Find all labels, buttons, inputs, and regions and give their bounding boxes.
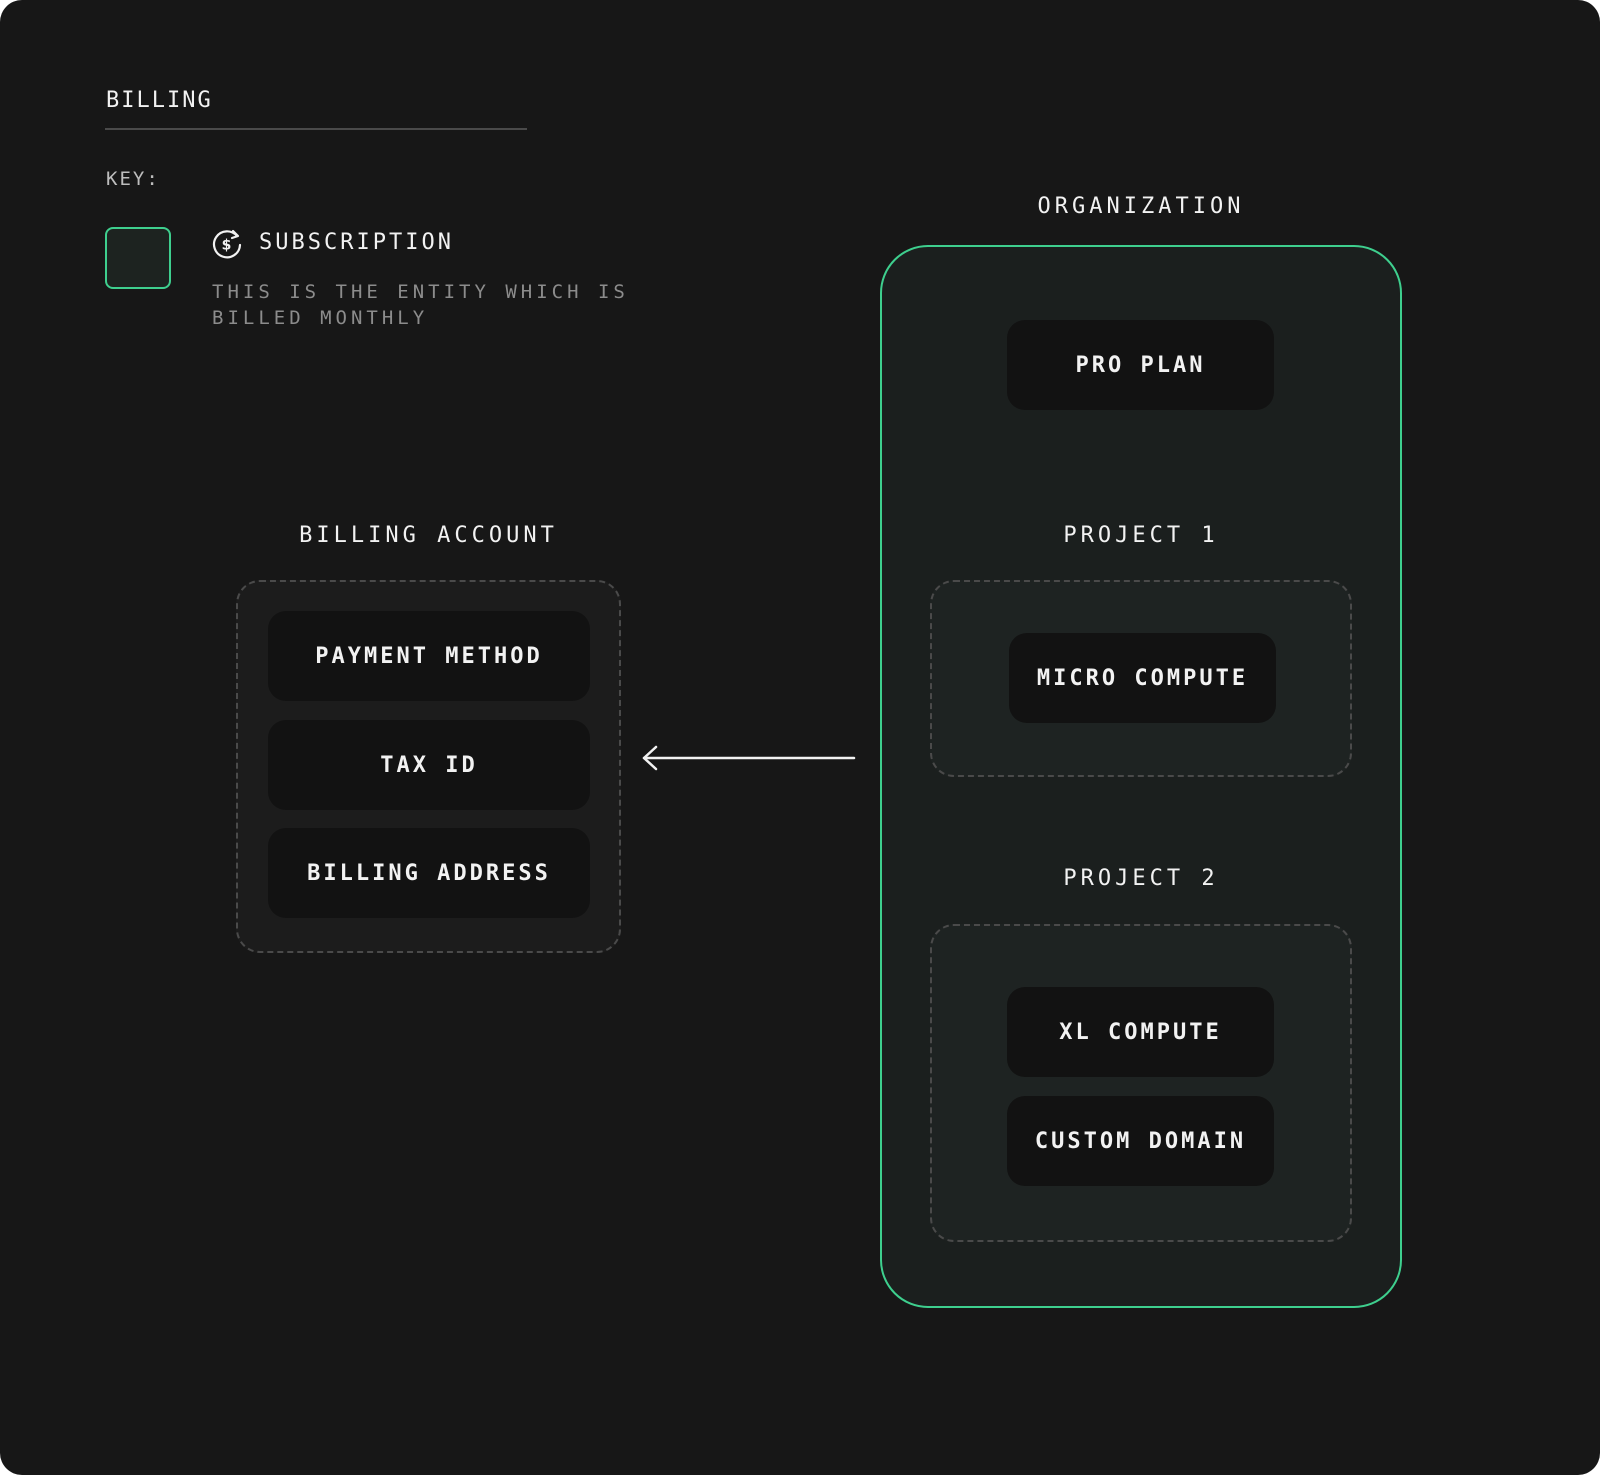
subscription-key-name: SUBSCRIPTION <box>259 230 454 255</box>
tax-id-node: TAX ID <box>268 720 590 810</box>
project-2-label: PROJECT 2 <box>1063 866 1219 891</box>
recurring-dollar-icon: $ <box>210 227 244 261</box>
payment-method-node: PAYMENT METHOD <box>268 611 590 701</box>
title-divider <box>105 128 527 130</box>
organization-label: ORGANIZATION <box>1037 194 1245 219</box>
xl-compute-node: XL COMPUTE <box>1007 987 1274 1077</box>
custom-domain-node: CUSTOM DOMAIN <box>1007 1096 1274 1186</box>
subscription-key-description: THIS IS THE ENTITY WHICH IS BILLED MONTH… <box>212 281 629 329</box>
subscription-key-swatch <box>105 227 171 289</box>
diagram-title: BILLING <box>106 88 213 113</box>
project-1-label: PROJECT 1 <box>1063 523 1219 548</box>
billing-account-label: BILLING ACCOUNT <box>299 523 558 548</box>
project-2-group <box>930 924 1352 1242</box>
billing-address-node: BILLING ADDRESS <box>268 828 590 918</box>
micro-compute-node: MICRO COMPUTE <box>1009 633 1276 723</box>
pro-plan-node: PRO PLAN <box>1007 320 1274 410</box>
key-label: KEY: <box>106 168 160 190</box>
svg-text:$: $ <box>222 238 232 254</box>
arrow-left-icon <box>636 740 858 776</box>
